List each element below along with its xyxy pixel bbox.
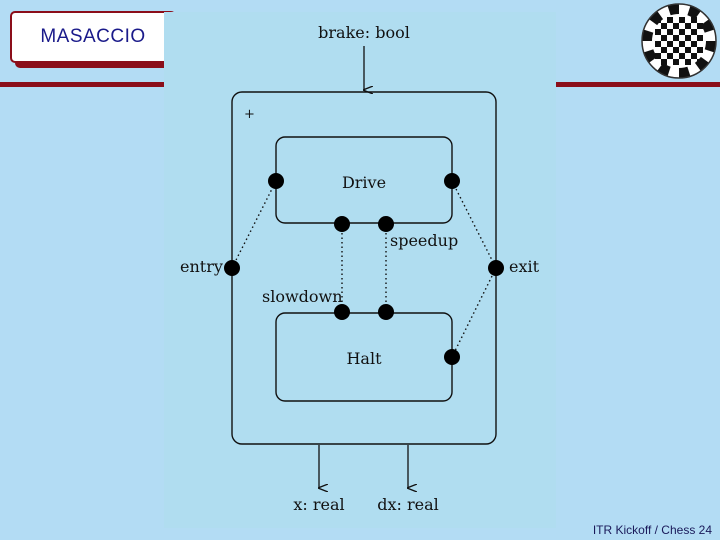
output-port-dx-label: dx: real — [377, 495, 439, 514]
slide-title: MASACCIO — [40, 26, 146, 47]
exit-label: exit — [509, 257, 540, 276]
entry-dot — [224, 260, 240, 276]
halt-slowdown-dot — [334, 304, 350, 320]
drive-entry-dot — [268, 173, 284, 189]
diagram-panel: brake: bool + Drive Halt — [164, 12, 556, 528]
outer-mode-box — [231, 91, 497, 445]
header-rule-left — [0, 82, 228, 87]
slowdown-label: slowdown — [262, 287, 343, 306]
title-box: MASACCIO — [10, 11, 176, 63]
drive-speedup-dot — [378, 216, 394, 232]
header-rule-right — [498, 82, 720, 87]
entry-label: entry — [180, 257, 223, 276]
output-port-x-label: x: real — [293, 495, 344, 514]
drive-state-label: Drive — [342, 173, 386, 192]
slide-footer: ITR Kickoff / Chess 24 — [592, 523, 712, 537]
halt-exit-dot — [444, 349, 460, 365]
halt-speedup-dot — [378, 304, 394, 320]
chessboard-logo-icon — [641, 3, 717, 79]
drive-slowdown-dot — [334, 216, 350, 232]
state-machine-diagram: brake: bool + Drive Halt — [180, 23, 540, 514]
speedup-label: speedup — [390, 231, 458, 250]
input-port-label: brake: bool — [318, 23, 410, 42]
exit-dot — [488, 260, 504, 276]
dotted-transitions — [231, 180, 497, 358]
halt-state-label: Halt — [346, 349, 382, 368]
drive-exit-dot — [444, 173, 460, 189]
corner-mark: + — [244, 107, 255, 122]
